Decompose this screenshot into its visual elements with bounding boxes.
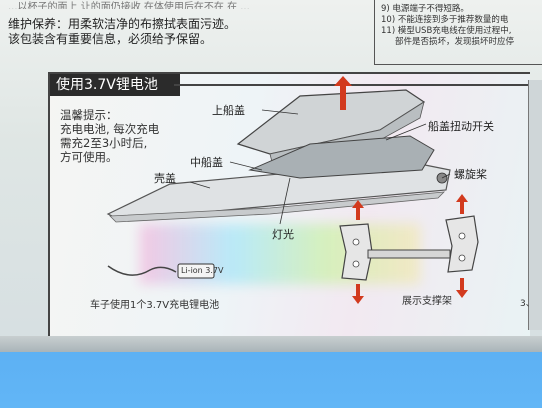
leader-propeller: [441, 173, 451, 179]
box-bottom-edge: [0, 336, 542, 352]
stand-arrow-up-left: [352, 200, 364, 220]
label-light: 灯光: [272, 228, 294, 241]
label-middle-hatch: 中船盖: [190, 156, 223, 169]
top-right-line-3: 11) 模型USB充电线在使用过程中,: [381, 26, 512, 36]
lift-arrow-icon: [334, 76, 352, 110]
stand-hole-2: [352, 260, 360, 268]
boat-hull-bottom: [109, 191, 446, 223]
tip-heading: 温馨提示：: [60, 108, 118, 122]
top-left-line-2: 维护保养：用柔软洁净的布擦拭表面污迹。: [8, 17, 237, 31]
stand-hole-4: [458, 254, 466, 262]
top-left-line-3: 该包装含有重要信息，必须给予保留。: [8, 32, 213, 46]
adjacent-panel-edge: [528, 80, 542, 330]
display-stand-illustration: [339, 194, 479, 304]
top-right-line-1: 9) 电源端子不得短路。: [381, 4, 469, 14]
tip-line-1: 充电电池, 每次充电: [60, 122, 160, 136]
product-box: ...以杯子的面上 让的面仍接收 在体使用后在不在 在 ... 维护保养：用柔软…: [0, 0, 542, 352]
boat-illustration: [106, 76, 479, 304]
battery-caption: 车子使用1个3.7V充电锂电池: [90, 300, 220, 311]
stand-bar: [367, 249, 451, 259]
tip-block: 温馨提示： 充电电池, 每次充电 需充2至3小时后, 方可使用。: [60, 108, 180, 164]
instruction-panel: 使用3.7V锂电池 温馨提示： 充电电池, 每次充电 需充2至3小时后, 方可使…: [48, 72, 530, 344]
battery-icon: [177, 263, 215, 279]
stand-arrow-up-right: [456, 194, 468, 214]
stand-left-bracket: [339, 223, 373, 281]
stand-right-bracket: [445, 215, 479, 273]
inner-compartment: [248, 135, 435, 179]
top-right-text-block: 9) 电源端子不得短路。 10) 不能连接到多于推荐数量的电 11) 模型USB…: [374, 0, 542, 65]
leader-middle-hatch: [229, 161, 263, 171]
stand-hole-3: [458, 232, 466, 240]
panel-title-rule: [174, 84, 530, 86]
top-right-line-4: 部件是否损坏，发现损坏时应停: [395, 37, 515, 47]
top-left-text-block: ...以杯子的面上 让的面仍接收 在体使用后在不在 在 ... 维护保养：用柔软…: [8, 0, 360, 56]
tip-line-2: 需充2至3小时后,: [60, 136, 148, 150]
leader-switch: [385, 123, 427, 141]
label-hatch-switch: 船盖扭动开关: [428, 120, 494, 133]
right-fragment: 3、: [520, 299, 535, 309]
stand-hole-1: [352, 238, 360, 246]
leader-hull: [189, 181, 211, 189]
top-right-line-2: 10) 不能连接到多于推荐数量的电: [381, 15, 509, 25]
battery-cable-icon: [107, 265, 177, 276]
leader-light: [279, 177, 291, 225]
label-propeller: 螺旋桨: [454, 168, 487, 181]
leader-upper-hatch: [261, 109, 299, 115]
label-upper-hatch: 上船盖: [212, 104, 245, 117]
top-left-line-1: ...以杯子的面上 让的面仍接收 在体使用后在不在 在 ...: [8, 2, 250, 9]
label-hull: 壳盖: [154, 172, 176, 185]
battery-label: Li-ion 3.7V: [181, 266, 224, 275]
panel-title: 使用3.7V锂电池: [50, 74, 180, 96]
stand-arrow-down-right: [456, 278, 468, 298]
stand-caption: 展示支撑架: [402, 296, 452, 307]
stand-arrow-down-left: [352, 284, 364, 304]
tip-line-3: 方可使用。: [60, 150, 118, 164]
